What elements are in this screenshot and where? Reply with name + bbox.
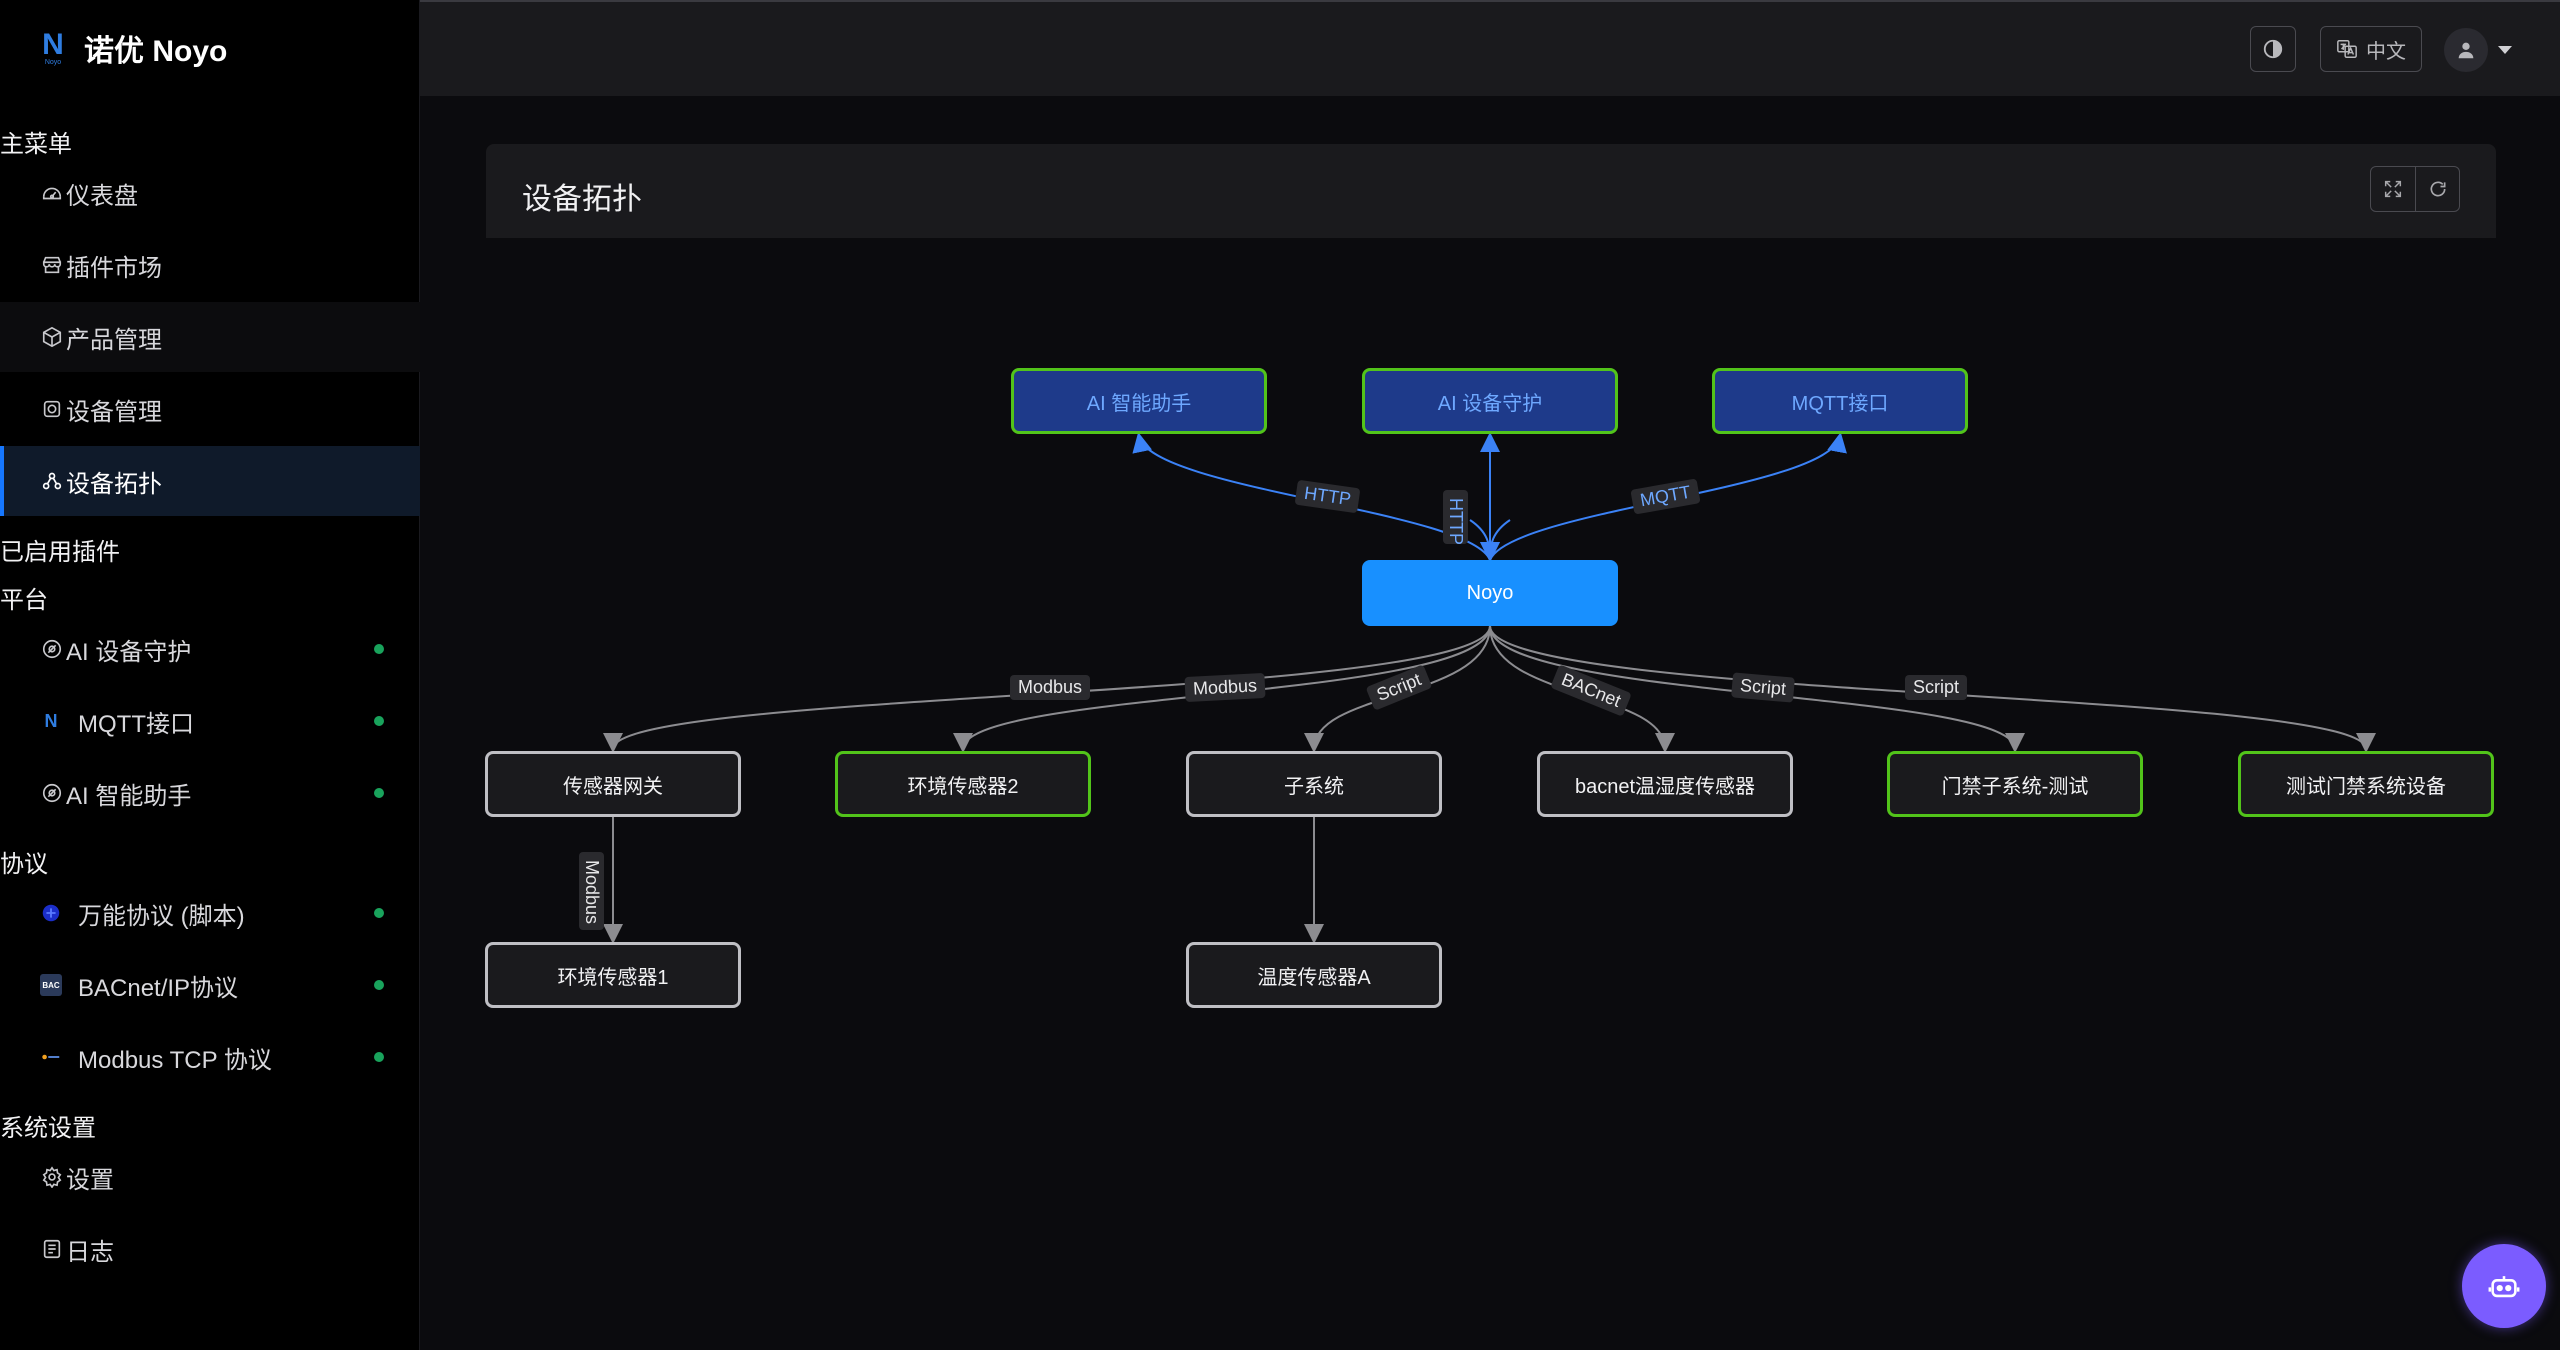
device-icon (40, 397, 64, 421)
device-node-bacnet-sensor[interactable]: bacnet温湿度传感器 (1537, 751, 1793, 817)
sidebar-item-bacnet[interactable]: BAC BACnet/IP协议 (0, 950, 420, 1020)
sidebar-item-ai-guard[interactable]: AI 设备守护 (0, 614, 420, 684)
box-icon (40, 325, 64, 349)
sidebar-item-label: 万能协议 (脚本) (78, 902, 245, 930)
refresh-icon (2430, 181, 2445, 197)
dashboard-icon (40, 181, 64, 205)
protocol-group-title: 协议 (0, 851, 48, 878)
fullscreen-button[interactable] (2371, 167, 2415, 211)
platform-group-title: 平台 (0, 587, 48, 614)
sidebar: N Noyo 诺优 Noyo 主菜单 仪表盘 插件市场 产品管理 设备管理 设备… (0, 0, 420, 1350)
sidebar-item-label: 仪表盘 (66, 182, 138, 210)
chevron-down-icon[interactable] (2498, 46, 2512, 54)
store-icon (40, 253, 64, 277)
edge-label-script: Script (1905, 675, 1968, 700)
language-button[interactable]: 中文 (2320, 26, 2422, 72)
sidebar-item-label: 日志 (66, 1238, 114, 1266)
sidebar-item-label: 插件市场 (66, 254, 162, 282)
sidebar-item-label: BACnet/IP协议 (78, 974, 239, 1002)
bacnet-icon: BAC (40, 974, 62, 996)
edge-label-script: Script (1731, 672, 1795, 703)
status-online-dot (374, 980, 384, 990)
status-online-dot (374, 644, 384, 654)
plugin-node-ai-guard[interactable]: AI 设备守护 (1362, 368, 1618, 434)
system-group-title: 系统设置 (0, 1115, 96, 1142)
topology-card-header: 设备拓扑 (486, 144, 2496, 238)
page-title: 设备拓扑 (522, 183, 642, 216)
center-node-noyo[interactable]: Noyo (1362, 560, 1618, 626)
sidebar-item-settings[interactable]: 设置 (0, 1142, 420, 1212)
sidebar-item-logs[interactable]: 日志 (0, 1214, 420, 1284)
brand[interactable]: N Noyo 诺优 Noyo (40, 28, 227, 68)
main-content: 设备拓扑 (420, 96, 2560, 1350)
topology-icon (40, 469, 64, 493)
ai-assistant-fab[interactable] (2462, 1244, 2546, 1328)
sidebar-item-label: Modbus TCP 协议 (78, 1046, 272, 1074)
edge-label-http: HTTP (1443, 490, 1468, 545)
sidebar-item-topology[interactable]: 设备拓扑 (0, 446, 420, 516)
device-node-sensor-gateway[interactable]: 传感器网关 (485, 751, 741, 817)
sidebar-item-script-protocol[interactable]: 万能协议 (脚本) (0, 878, 420, 948)
translate-icon (2337, 40, 2357, 58)
sidebar-item-label: 设置 (66, 1166, 114, 1194)
language-label: 中文 (2366, 40, 2406, 63)
sidebar-item-label: AI 智能助手 (66, 782, 192, 810)
enabled-plugins-title: 已启用插件 (0, 539, 120, 566)
fullscreen-icon (2384, 180, 2402, 198)
plugin-node-mqtt[interactable]: MQTT接口 (1712, 368, 1968, 434)
user-icon (2458, 42, 2474, 59)
device-node-env-sensor-1[interactable]: 环境传感器1 (485, 942, 741, 1008)
status-online-dot (374, 716, 384, 726)
main-menu-title: 主菜单 (0, 131, 72, 158)
device-node-env-sensor-2[interactable]: 环境传感器2 (835, 751, 1091, 817)
user-avatar[interactable] (2444, 28, 2488, 72)
ai-assistant-icon (40, 781, 64, 805)
sidebar-item-dashboard[interactable]: 仪表盘 (0, 158, 420, 228)
ai-guard-icon (40, 637, 64, 661)
edge-label-modbus: Modbus (579, 852, 604, 930)
device-node-subsystem[interactable]: 子系统 (1186, 751, 1442, 817)
sidebar-item-ai-assistant[interactable]: AI 智能助手 (0, 758, 420, 828)
theme-toggle-icon (2263, 39, 2283, 59)
plugin-node-ai-assistant[interactable]: AI 智能助手 (1011, 368, 1267, 434)
device-node-access-device[interactable]: 测试门禁系统设备 (2238, 751, 2494, 817)
sidebar-item-label: 产品管理 (66, 326, 162, 354)
sidebar-item-product[interactable]: 产品管理 (0, 302, 420, 372)
modbus-icon (40, 1046, 62, 1068)
status-online-dot (374, 1052, 384, 1062)
sidebar-item-label: 设备拓扑 (66, 470, 162, 498)
sidebar-item-plugin-market[interactable]: 插件市场 (0, 230, 420, 300)
edge-label-modbus: Modbus (1184, 672, 1266, 703)
sidebar-item-mqtt[interactable]: N MQTT接口 (0, 686, 420, 756)
status-online-dot (374, 788, 384, 798)
noyo-plugin-icon: N (44, 710, 58, 731)
status-online-dot (374, 908, 384, 918)
device-node-temp-sensor-a[interactable]: 温度传感器A (1186, 942, 1442, 1008)
sidebar-item-modbus[interactable]: Modbus TCP 协议 (0, 1022, 420, 1092)
top-header: 中文 (420, 0, 2560, 96)
brand-name: 诺优 Noyo (84, 35, 228, 68)
sidebar-item-label: 设备管理 (66, 398, 162, 426)
sidebar-item-devices[interactable]: 设备管理 (0, 374, 420, 444)
topology-toolbar (2370, 166, 2460, 212)
edge-label-modbus: Modbus (1010, 675, 1091, 700)
noyo-logo-icon: N Noyo (42, 27, 64, 66)
script-protocol-icon (40, 902, 62, 924)
refresh-button[interactable] (2415, 167, 2459, 211)
theme-toggle-button[interactable] (2250, 26, 2296, 72)
gear-icon (40, 1165, 64, 1189)
device-node-access-subsystem[interactable]: 门禁子系统-测试 (1887, 751, 2143, 817)
robot-icon (2488, 1276, 2520, 1298)
log-icon (40, 1237, 64, 1261)
sidebar-item-label: AI 设备守护 (66, 638, 192, 666)
sidebar-item-label: MQTT接口 (78, 710, 194, 738)
